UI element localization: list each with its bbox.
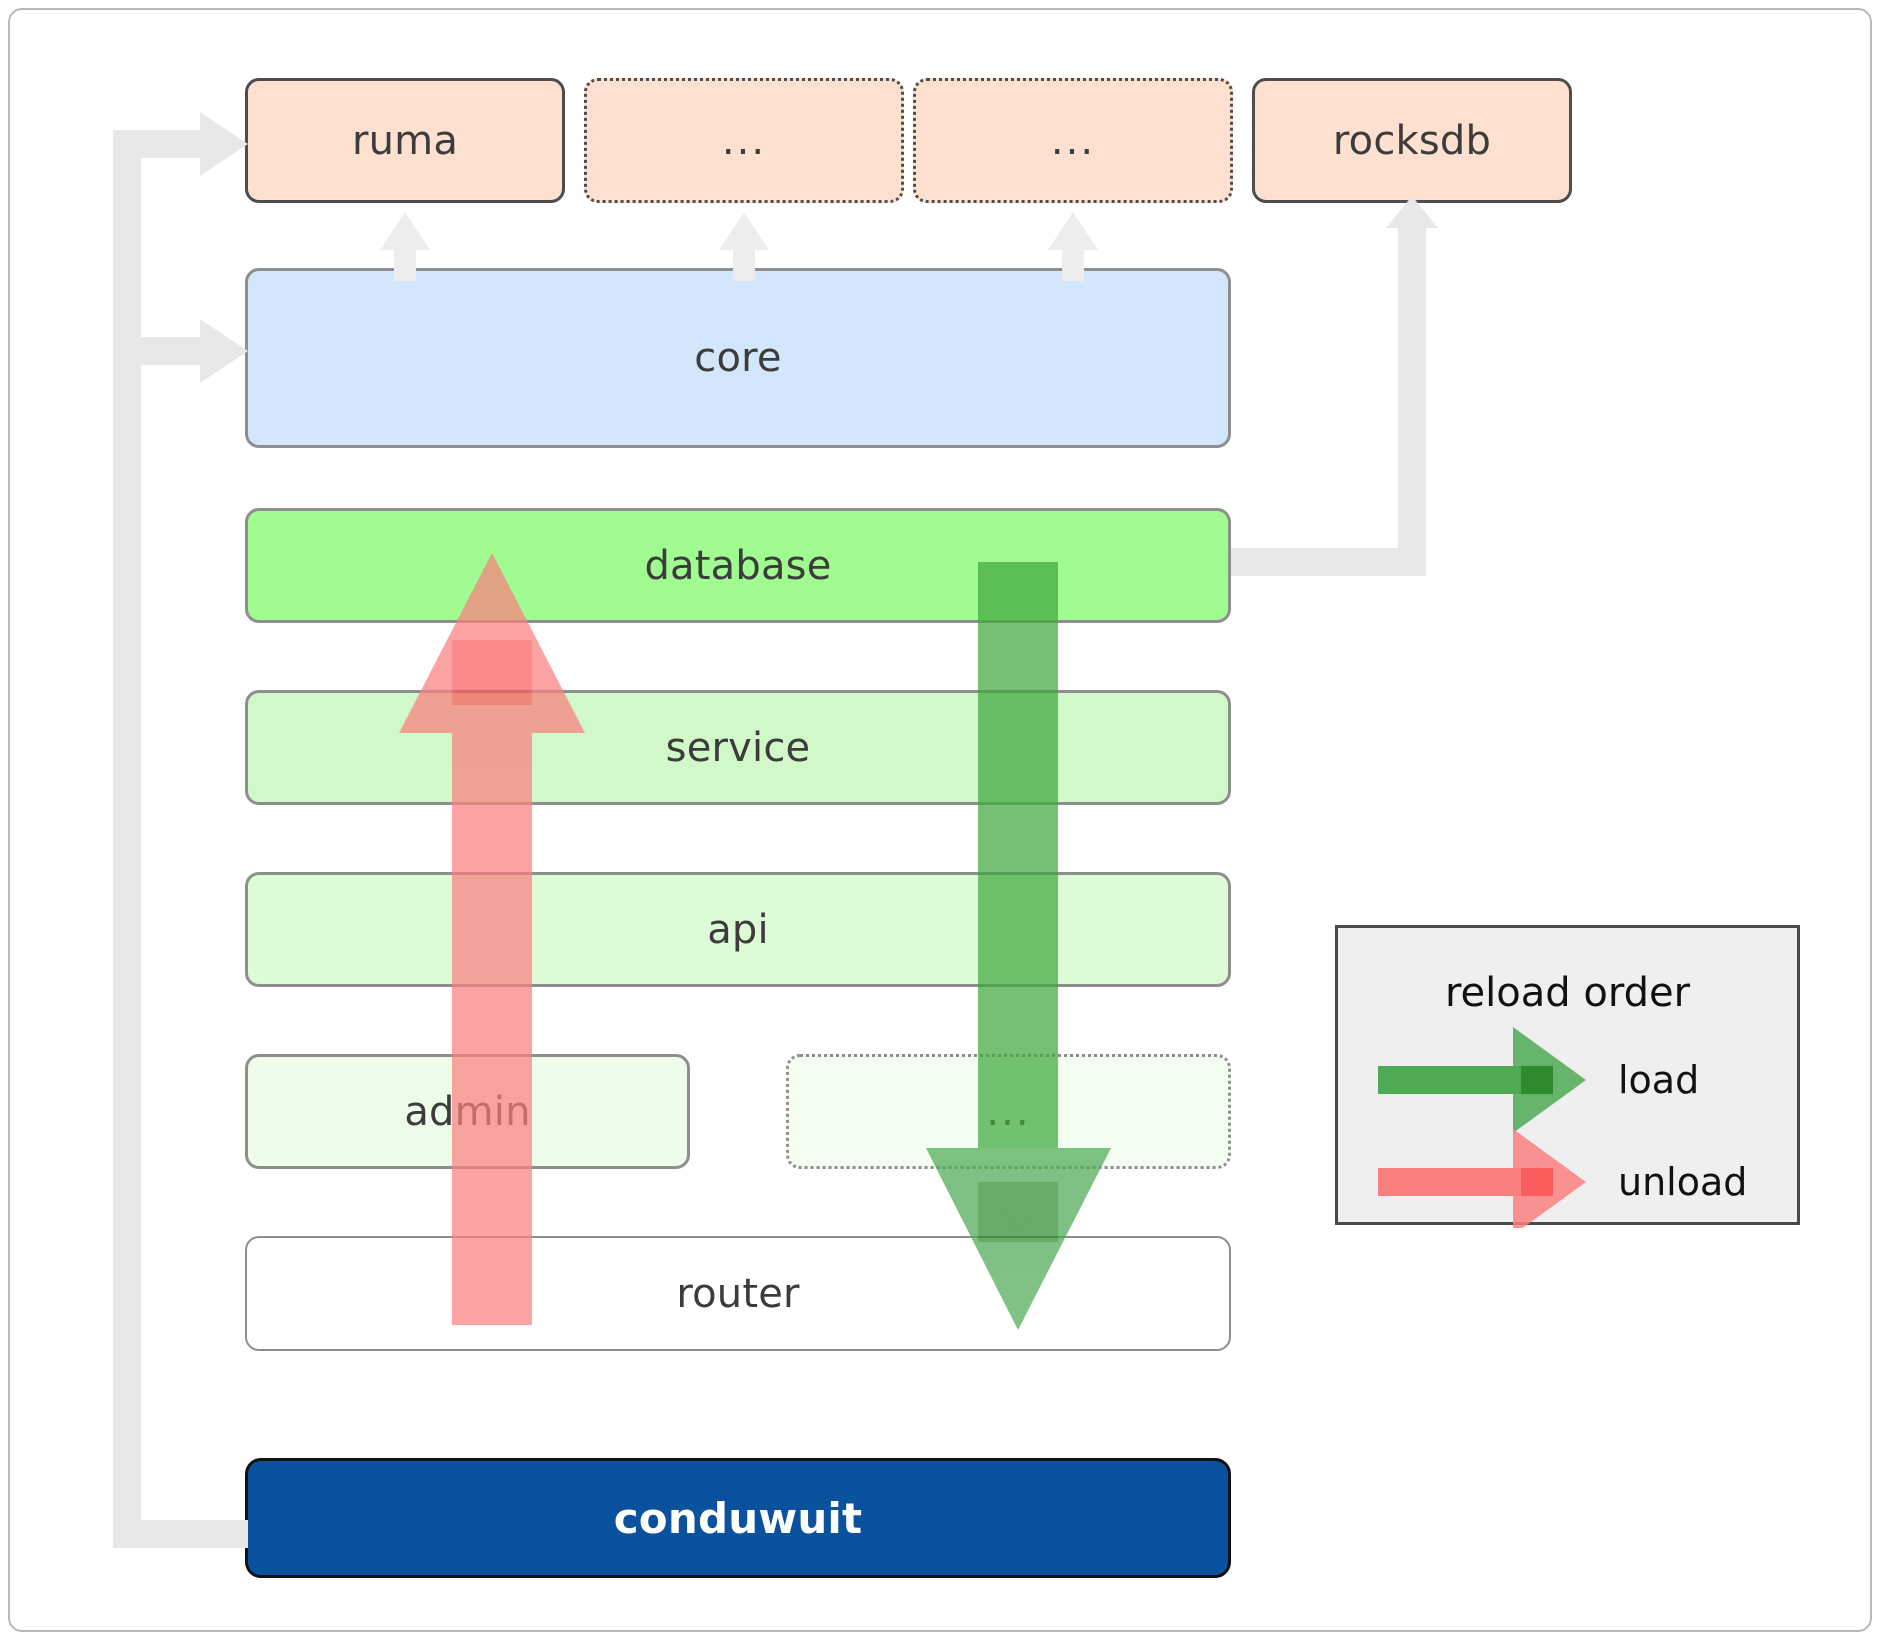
layer-label-placeholder: ... xyxy=(986,1088,1031,1135)
layer-label-api: api xyxy=(707,906,769,953)
legend-arrow-icons xyxy=(1378,1027,1586,1228)
core-box[interactable]: core xyxy=(245,268,1231,448)
application-box-conduwuit[interactable]: conduwuit xyxy=(245,1458,1231,1578)
layer-box-api[interactable]: api xyxy=(245,872,1231,987)
layer-label-router: router xyxy=(676,1270,800,1317)
legend-label-unload: unload xyxy=(1618,1160,1748,1204)
dependency-label-rocksdb: rocksdb xyxy=(1332,117,1492,164)
dependency-box-placeholder-2[interactable]: ... xyxy=(913,78,1233,203)
layer-box-admin[interactable]: admin xyxy=(245,1054,690,1169)
diagram-frame xyxy=(8,8,1872,1632)
layer-label-service: service xyxy=(665,724,811,771)
dependency-box-ruma[interactable]: ruma xyxy=(245,78,565,203)
dependency-box-rocksdb[interactable]: rocksdb xyxy=(1252,78,1572,203)
core-label: core xyxy=(694,335,782,381)
legend-label-load: load xyxy=(1618,1058,1700,1102)
layer-box-placeholder[interactable]: ... xyxy=(786,1054,1231,1169)
application-label-conduwuit: conduwuit xyxy=(613,1493,863,1543)
dependency-label-placeholder-2: ... xyxy=(1050,117,1096,164)
dependency-label-placeholder-1: ... xyxy=(721,117,767,164)
layer-box-router[interactable]: router xyxy=(245,1236,1231,1351)
legend-title: reload order xyxy=(1444,970,1691,1016)
layer-label-admin: admin xyxy=(404,1088,531,1135)
load-arrow-icon xyxy=(1378,1027,1586,1133)
layer-box-database[interactable]: database xyxy=(245,508,1231,623)
dependency-label-ruma: ruma xyxy=(351,117,459,164)
unload-arrow-icon xyxy=(1378,1129,1586,1228)
dependency-box-placeholder-1[interactable]: ... xyxy=(584,78,904,203)
layer-label-database: database xyxy=(644,542,832,589)
layer-box-service[interactable]: service xyxy=(245,690,1231,805)
legend-panel: reload order load unload xyxy=(1335,925,1800,1228)
